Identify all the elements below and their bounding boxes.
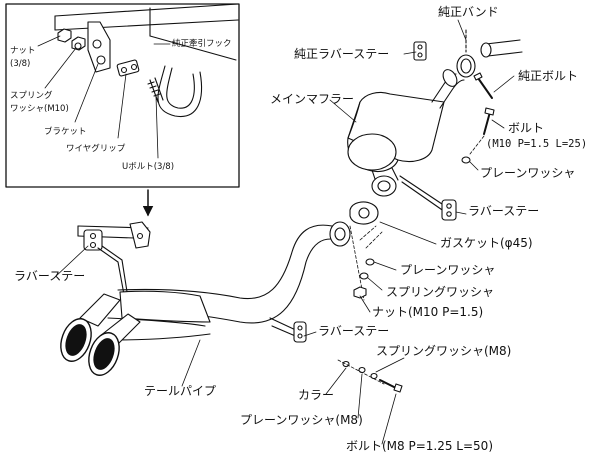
label-rubber-stay-right: ラバーステー bbox=[468, 204, 540, 218]
label-plain-washer-top: プレーンワッシャ bbox=[480, 166, 576, 180]
plain-washer-top bbox=[461, 156, 471, 164]
label-bolt-m8: ボルト(M8 P=1.25 L=50) bbox=[346, 439, 494, 453]
label-bolt-m10-spec: (M10 P=1.5 L=25) bbox=[486, 138, 588, 150]
exhaust-tip-lower bbox=[88, 313, 141, 376]
mid-fastener-stack bbox=[349, 225, 375, 301]
label-nut-m10: ナット(M10 P=1.5) bbox=[372, 305, 484, 319]
inset-u-bolt bbox=[147, 77, 164, 103]
label-rubber-stay-left: ラバーステー bbox=[14, 269, 86, 283]
label-collar: カラー bbox=[298, 388, 335, 402]
label-main-muffler: メインマフラー bbox=[270, 92, 355, 106]
label-tail-pipe: テールパイプ bbox=[144, 384, 217, 398]
oem-bolt bbox=[473, 72, 493, 99]
inset-tow-hook bbox=[157, 65, 203, 118]
inset-wire-grip bbox=[116, 59, 140, 77]
label-rubber-stay-bottom: ラバーステー bbox=[318, 324, 390, 338]
label-oem-rubber-stay: 純正ラバーステー bbox=[294, 47, 390, 61]
oem-rubber-stay bbox=[413, 41, 427, 61]
gasket bbox=[349, 201, 379, 225]
right-rubber-stay bbox=[441, 199, 457, 221]
bottom-rubber-stay bbox=[293, 321, 307, 343]
inset-frame-rail bbox=[54, 3, 239, 61]
tail-pipe-flange bbox=[329, 221, 351, 247]
inset-label-spring-washer-size: ワッシャ(M10) bbox=[10, 104, 69, 114]
flange-alignment-lines bbox=[359, 225, 383, 249]
inset-nuts bbox=[57, 28, 86, 51]
exhaust-tip-upper bbox=[60, 293, 121, 362]
inset-label-nut: ナット bbox=[10, 46, 36, 56]
bottom-fastener-stack bbox=[337, 359, 403, 393]
inset-label-wire-grip: ワイヤグリップ bbox=[66, 144, 126, 154]
label-gasket: ガスケット(φ45) bbox=[440, 236, 533, 250]
inset-leaders bbox=[37, 35, 171, 159]
oem-band bbox=[456, 29, 476, 78]
inset-label-u-bolt: Uボルト(3/8) bbox=[122, 162, 175, 172]
label-plain-washer-m8: プレーンワッシャ(M8) bbox=[240, 413, 363, 427]
bolt-m10 bbox=[469, 107, 495, 155]
left-frame-rail bbox=[77, 221, 151, 249]
inset-label-spring-washer: スプリング bbox=[10, 91, 53, 101]
label-oem-band: 純正バンド bbox=[438, 5, 499, 19]
main-muffler bbox=[347, 69, 465, 215]
oem-front-pipe bbox=[480, 39, 523, 58]
label-spring-washer-mid: スプリングワッシャ bbox=[386, 285, 495, 299]
inset-label-nut-size: (3/8) bbox=[10, 59, 31, 69]
inset-label-tow-hook: 純正牽引フック bbox=[172, 39, 232, 49]
left-rubber-stay bbox=[83, 229, 129, 301]
inset-detail bbox=[5, 3, 240, 188]
label-oem-bolt: 純正ボルト bbox=[518, 69, 579, 83]
leader-lines bbox=[53, 19, 515, 445]
muffler-outlet-flange bbox=[371, 175, 397, 197]
tail-pipe-assembly bbox=[60, 221, 351, 376]
label-plain-washer-mid: プレーンワッシャ bbox=[400, 263, 496, 277]
label-spring-washer-m8: スプリングワッシャ(M8) bbox=[376, 344, 512, 358]
inset-label-bracket: ブラケット bbox=[44, 127, 87, 137]
label-bolt-m10: ボルト bbox=[508, 121, 545, 135]
inset-bracket bbox=[87, 21, 111, 73]
